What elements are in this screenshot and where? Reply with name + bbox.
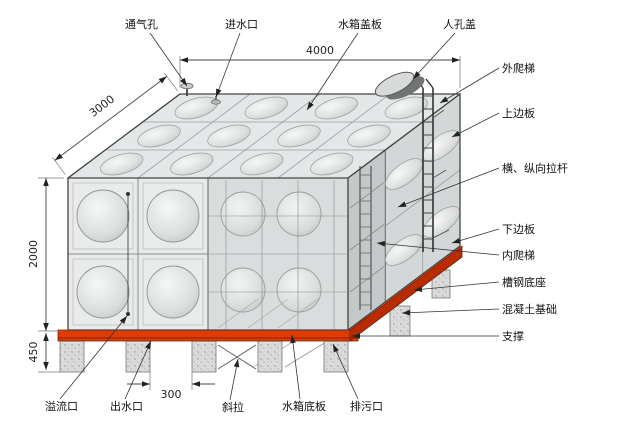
leader-vent-hole xyxy=(149,32,188,87)
tie-rods-side xyxy=(349,182,385,293)
support-block xyxy=(125,340,151,373)
label-drain: 排污口 xyxy=(350,399,383,413)
leader-concrete-foundation xyxy=(401,308,500,316)
interior-panel-circles xyxy=(220,191,322,313)
leader-upper-side-plate xyxy=(451,112,500,138)
overflow-pipe xyxy=(126,192,130,316)
label-diagonal-brace: 斜拉 xyxy=(222,400,244,414)
label-overflow: 溢流口 xyxy=(45,399,78,413)
support-block-side xyxy=(389,305,411,337)
label-external-ladder: 外爬梯 xyxy=(502,62,535,75)
leader-overflow xyxy=(59,315,128,400)
label-water-inlet: 进水口 xyxy=(225,18,258,31)
dim-height: 2000 xyxy=(27,240,40,268)
floor-grid xyxy=(217,298,319,329)
label-tie-rods: 横、纵向拉杆 xyxy=(502,161,568,175)
diagonal-braces xyxy=(217,344,257,370)
support-block xyxy=(59,340,85,373)
leader-lines xyxy=(59,32,500,401)
label-concrete-foundation: 混凝土基础 xyxy=(502,302,557,316)
dimension-height: 2000 xyxy=(27,177,64,332)
leader-manhole-cover xyxy=(412,32,456,80)
dim-depth: 3000 xyxy=(87,93,117,120)
label-support: 支撑 xyxy=(502,329,524,343)
label-manhole-cover: 人孔盖 xyxy=(443,17,476,31)
leader-cover-plate xyxy=(306,32,359,111)
external-ladder xyxy=(415,78,450,252)
base-side-strip xyxy=(349,245,463,342)
dimension-width: 4000 xyxy=(179,44,461,88)
dimension-base-height: 450 xyxy=(27,333,60,373)
label-vent-hole: 通气孔 xyxy=(125,17,158,31)
support-block xyxy=(191,340,217,373)
label-internal-ladder: 内爬梯 xyxy=(502,248,535,262)
callout-labels: 通气孔 进水口 水箱盖板 人孔盖 外爬梯 上边板 横、纵向拉杆 下边板 内爬梯 … xyxy=(45,17,568,414)
tie-rod-grid xyxy=(209,180,347,329)
leader-channel-base xyxy=(413,281,500,293)
leader-drain xyxy=(332,343,359,400)
dim-support-gap: 300 xyxy=(161,388,182,401)
dim-base-height: 450 xyxy=(27,342,40,363)
support-block xyxy=(323,340,349,373)
leader-external-ladder xyxy=(439,67,500,104)
label-cover-plate: 水箱盖板 xyxy=(338,17,382,31)
dim-width: 4000 xyxy=(306,44,334,57)
label-lower-side-plate: 下边板 xyxy=(502,222,535,236)
manhole-cover xyxy=(374,71,425,100)
leader-bottom-plate xyxy=(290,334,301,400)
leader-water-inlet xyxy=(215,32,241,98)
leader-outlet xyxy=(124,340,152,400)
label-bottom-plate: 水箱底板 xyxy=(282,399,326,413)
leader-lower-side-plate xyxy=(451,228,500,244)
leader-diagonal-brace xyxy=(229,358,240,401)
tank-front-face xyxy=(67,177,349,331)
internal-ladder xyxy=(359,166,372,310)
leader-tie-rods xyxy=(397,167,500,208)
dimension-support-gap: 300 xyxy=(127,372,215,401)
label-channel-base: 槽钢底座 xyxy=(502,275,546,289)
base-front-strip xyxy=(57,329,359,342)
support-block xyxy=(257,340,283,373)
label-upper-side-plate: 上边板 xyxy=(502,106,535,120)
label-outlet: 出水口 xyxy=(110,399,143,413)
leader-internal-ladder xyxy=(376,240,500,256)
